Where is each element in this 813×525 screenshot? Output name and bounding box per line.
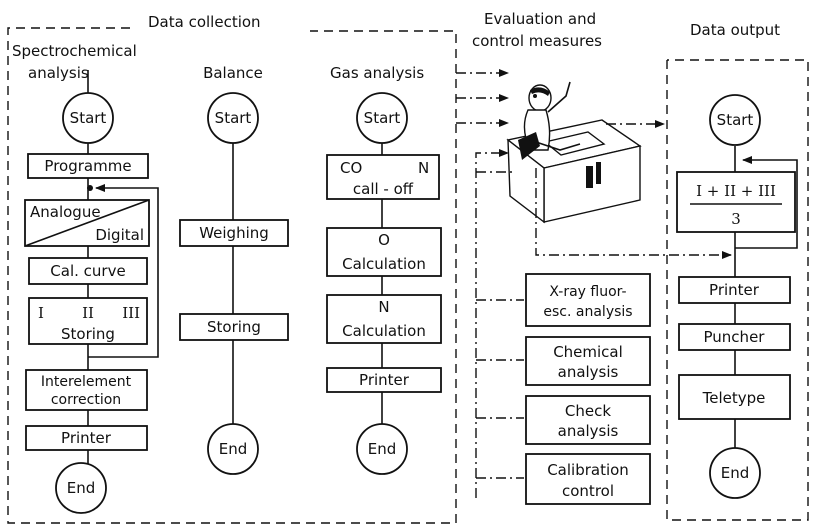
output-formula-box: I + II + III 3 bbox=[676, 171, 796, 233]
gas-n-symbol: N bbox=[378, 298, 389, 316]
output-start-node: Start bbox=[709, 94, 761, 146]
spectro-roman-ii: II bbox=[82, 304, 94, 322]
spectro-analogue-label: Analogue bbox=[30, 203, 101, 221]
balance-end-label: End bbox=[219, 440, 248, 458]
chemical-analysis-box: Chemical analysis bbox=[525, 336, 651, 386]
spectro-interelement-line2: correction bbox=[51, 392, 121, 408]
xray-line2: esc. analysis bbox=[543, 304, 632, 320]
output-end-label: End bbox=[721, 464, 750, 482]
spectro-cal-curve-label: Cal. curve bbox=[50, 262, 125, 280]
data-collection-border bbox=[7, 27, 457, 524]
gas-co-label: CO bbox=[340, 159, 362, 177]
spectro-interelement-line1: Interelement bbox=[41, 374, 132, 390]
output-printer-label: Printer bbox=[709, 281, 760, 299]
gas-n-calculation-box: N Calculation bbox=[326, 294, 442, 344]
operator-at-console-icon bbox=[506, 81, 642, 224]
xray-line1: X-ray fluor- bbox=[549, 284, 626, 300]
data-output-border bbox=[666, 59, 809, 521]
gas-end-label: End bbox=[368, 440, 397, 458]
output-formula-denominator: 3 bbox=[731, 210, 741, 228]
calibration-line1: Calibration bbox=[547, 461, 629, 479]
output-teletype-label: Teletype bbox=[702, 389, 766, 407]
spectro-title-line2: analysis bbox=[28, 64, 89, 82]
output-formula-numerator: I + II + III bbox=[696, 182, 776, 200]
gas-n-calculation-label: Calculation bbox=[342, 322, 426, 340]
evaluation-input-lines bbox=[475, 149, 524, 498]
spectro-cal-curve-box: Cal. curve bbox=[28, 257, 148, 285]
spectro-roman-i: I bbox=[38, 304, 44, 322]
spectro-end-label: End bbox=[67, 479, 96, 497]
gas-n-label: N bbox=[418, 159, 429, 177]
gas-start-label: Start bbox=[364, 109, 401, 127]
spectro-loop-arrow bbox=[88, 184, 159, 358]
spectro-loop-junction bbox=[87, 185, 93, 191]
spectro-programme-label: Programme bbox=[44, 157, 131, 175]
check-line1: Check bbox=[565, 402, 611, 420]
balance-column: Balance Start Weighing Storing End bbox=[179, 64, 289, 475]
check-analysis-box: Check analysis bbox=[525, 395, 651, 445]
header-evaluation-line2: control measures bbox=[472, 32, 602, 50]
spectro-storing-label: Storing bbox=[61, 325, 115, 343]
balance-weighing-box: Weighing bbox=[179, 219, 289, 247]
gas-o-calculation-label: Calculation bbox=[342, 255, 426, 273]
spectro-programme-box: Programme bbox=[27, 153, 149, 179]
header-evaluation-line1: Evaluation and bbox=[484, 10, 596, 28]
header-data-collection: Data collection bbox=[148, 13, 261, 31]
balance-start-node: Start bbox=[207, 92, 259, 144]
collection-to-evaluation-arrows bbox=[456, 69, 509, 127]
xray-fluorescence-box: X-ray fluor- esc. analysis bbox=[525, 273, 651, 327]
spectro-printer-label: Printer bbox=[61, 429, 112, 447]
output-printer-box: Printer bbox=[678, 276, 791, 304]
gas-start-node: Start bbox=[356, 92, 408, 144]
spectro-roman-iii: III bbox=[122, 304, 140, 322]
spectro-title-line1: Spectrochemical bbox=[12, 42, 137, 60]
spectrochemical-column: Spectrochemical analysis Start Programme… bbox=[12, 42, 159, 514]
output-loop-arrow bbox=[735, 156, 798, 249]
gas-o-calculation-box: O Calculation bbox=[326, 227, 442, 277]
balance-start-label: Start bbox=[215, 109, 252, 127]
header-data-output: Data output bbox=[690, 21, 780, 39]
gas-calloff-label: call - off bbox=[353, 180, 414, 198]
balance-end-node: End bbox=[207, 423, 259, 475]
output-puncher-label: Puncher bbox=[704, 328, 766, 346]
output-end-node: End bbox=[709, 447, 761, 499]
spectro-end-node: End bbox=[55, 462, 107, 514]
balance-storing-label: Storing bbox=[207, 318, 261, 336]
spectro-start-label: Start bbox=[70, 109, 107, 127]
balance-title: Balance bbox=[203, 64, 263, 82]
gas-o-symbol: O bbox=[378, 231, 390, 249]
balance-storing-box: Storing bbox=[179, 313, 289, 341]
calibration-control-box: Calibration control bbox=[525, 453, 651, 505]
chemical-line2: analysis bbox=[558, 363, 619, 381]
spectro-start-node: Start bbox=[62, 92, 114, 144]
spectro-printer-box: Printer bbox=[25, 425, 148, 451]
spectro-digital-label: Digital bbox=[95, 226, 144, 244]
output-puncher-box: Puncher bbox=[678, 323, 791, 351]
gas-analysis-column: Gas analysis Start CO N call - off O Cal… bbox=[326, 64, 442, 475]
gas-printer-box: Printer bbox=[326, 367, 442, 393]
output-teletype-box: Teletype bbox=[678, 374, 791, 420]
evaluation-to-printer-line bbox=[535, 168, 732, 259]
data-output-column: Start I + II + III 3 Printer Puncher Tel… bbox=[535, 94, 798, 499]
gas-printer-label: Printer bbox=[359, 371, 410, 389]
check-line2: analysis bbox=[558, 422, 619, 440]
calibration-line2: control bbox=[562, 482, 614, 500]
output-start-label: Start bbox=[717, 111, 754, 129]
chemical-line1: Chemical bbox=[553, 343, 623, 361]
gas-end-node: End bbox=[356, 423, 408, 475]
spectro-storing-box: I II III Storing bbox=[28, 297, 148, 345]
gas-title: Gas analysis bbox=[330, 64, 424, 82]
spectro-interelement-box: Interelement correction bbox=[25, 369, 148, 411]
gas-calloff-box: CO N call - off bbox=[326, 154, 440, 200]
balance-weighing-label: Weighing bbox=[199, 224, 269, 242]
spectro-analogue-digital-box: Analogue Digital bbox=[24, 199, 150, 247]
